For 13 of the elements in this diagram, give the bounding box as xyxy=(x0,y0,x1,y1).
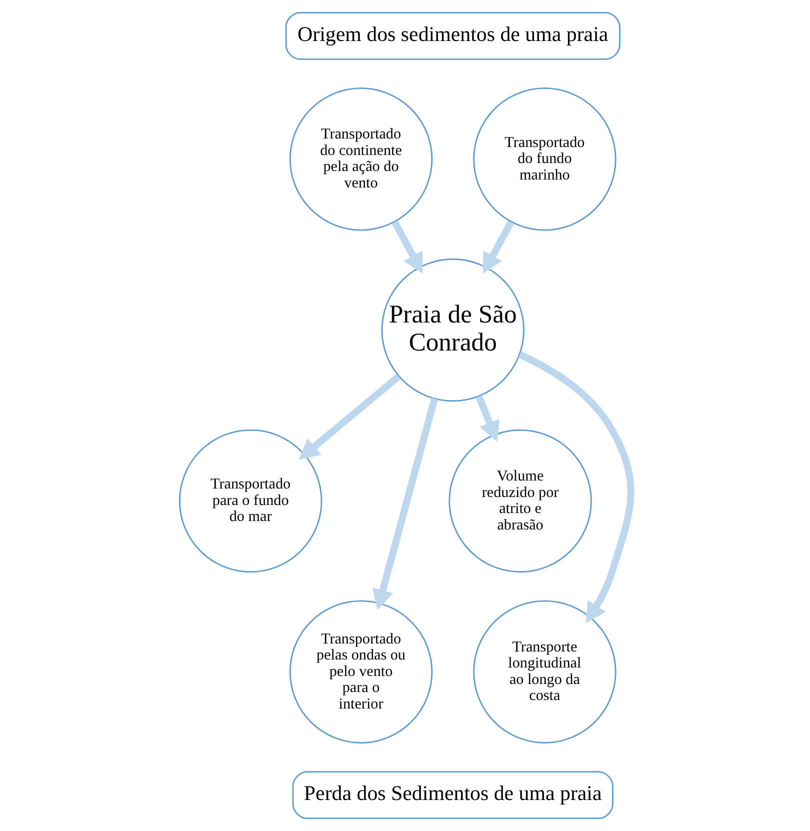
node-circle: Praia de São Conrado xyxy=(380,258,524,402)
node-circle: Transportado do fundo marinho xyxy=(472,88,616,231)
arrow xyxy=(475,395,499,442)
node-circle: Transportado pelas ondas ou pelo vento para o interior xyxy=(288,600,432,744)
arrow xyxy=(298,374,400,460)
arrow xyxy=(391,220,422,274)
node-box: Origem dos sedimentos de uma praia xyxy=(284,12,620,60)
node-circle: Transportado do continente pela ação do vento xyxy=(288,88,432,231)
arrow xyxy=(372,398,438,610)
node-circle: Volume reduzido por atrito e abrasão xyxy=(448,429,592,573)
arrow xyxy=(482,220,514,274)
arrow xyxy=(518,351,634,624)
node-box: Perda dos Sedimentos de uma praia xyxy=(292,771,613,820)
